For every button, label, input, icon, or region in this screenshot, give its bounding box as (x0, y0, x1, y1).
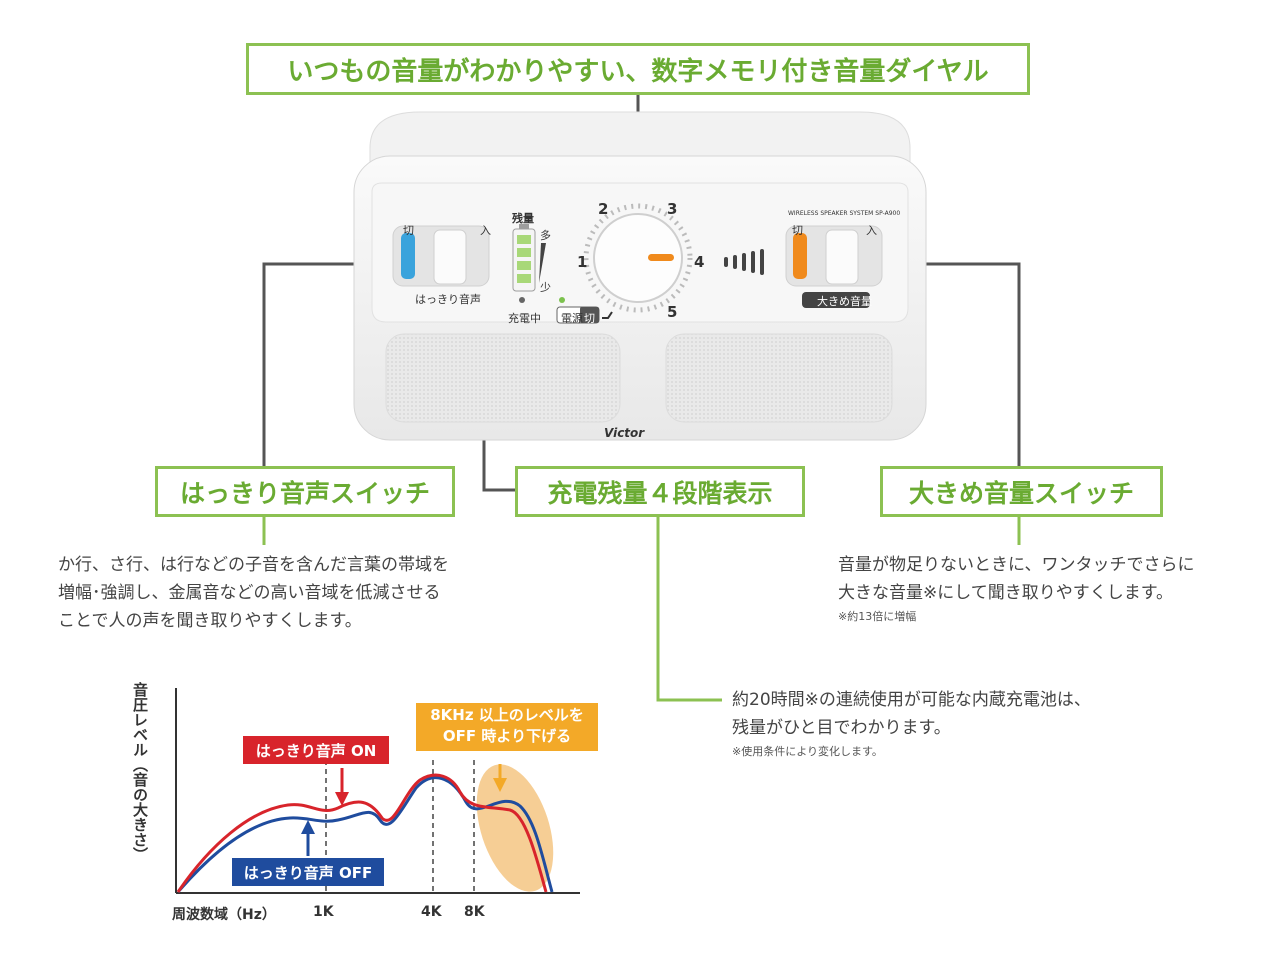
battery-label: 充電残量４段階表示 (515, 466, 805, 517)
clear-voice-label: はっきり音声スイッチ (155, 466, 455, 517)
frequency-chart (175, 688, 580, 894)
series-on-line (176, 773, 548, 893)
series-off-line (176, 776, 554, 893)
dial-number-1: 1 (577, 253, 588, 271)
volume-dial-label: いつもの音量がわかりやすい、数字メモリ付き音量ダイヤル (246, 43, 1030, 95)
series-off-label: はっきり音声 OFF (232, 858, 384, 886)
loud-switch-label: 大きめ音量 (817, 295, 872, 308)
power-label: 電源 (561, 312, 583, 325)
x-axis-label: 周波数域（Hz） (172, 907, 276, 923)
model-text: WIRELESS SPEAKER SYSTEM SP-A900 (788, 210, 901, 217)
battery-description: 約20時間※の連続使用が可能な内蔵充電池は、 残量がひと目でわかります。 ※使用… (732, 686, 1172, 762)
battery-few: 少 (540, 281, 551, 294)
dial-number-4: 4 (694, 253, 705, 271)
on-label-left: 入 (480, 224, 491, 237)
off-label-left: 切 (403, 224, 414, 237)
loud-volume-description: 音量が物足りないときに、ワンタッチでさらに 大きな音量※にして聞き取りやすくしま… (838, 551, 1258, 627)
x-tick-4k: 4K (421, 904, 442, 920)
dial-number-5: 5 (667, 303, 678, 321)
x-tick-8k: 8K (464, 904, 485, 920)
reduction-highlight (476, 764, 554, 892)
clear-voice-switch-label: はっきり音声 (415, 293, 481, 306)
power-off-label: 切 (584, 312, 595, 325)
y-axis-label: 音圧レベル（音の大きさ） (131, 682, 149, 862)
clear-voice-description: か行、さ行、は行などの子音を含んだ言葉の帯域を 増幅･強調し、金属音などの高い音… (58, 555, 449, 631)
battery-many: 多 (540, 229, 551, 242)
reduction-annotation: 8KHz 以上のレベルを OFF 時より下げる (416, 703, 598, 751)
on-label-right: 入 (866, 224, 877, 237)
speaker-illustration (353, 111, 927, 441)
off-label-right: 切 (792, 224, 803, 237)
battery-title: 残量 (512, 212, 534, 225)
dial-number-3: 3 (667, 200, 678, 218)
dial-number-2: 2 (598, 200, 609, 218)
charging-label: 充電中 (508, 312, 541, 325)
loud-note: ※約13倍に増幅 (838, 610, 917, 623)
brand-logo: Victor (604, 426, 645, 440)
loud-volume-label: 大きめ音量スイッチ (880, 466, 1163, 517)
series-on-label: はっきり音声 ON (243, 736, 389, 764)
battery-note: ※使用条件により変化します。 (732, 745, 883, 758)
x-tick-1k: 1K (313, 904, 334, 920)
